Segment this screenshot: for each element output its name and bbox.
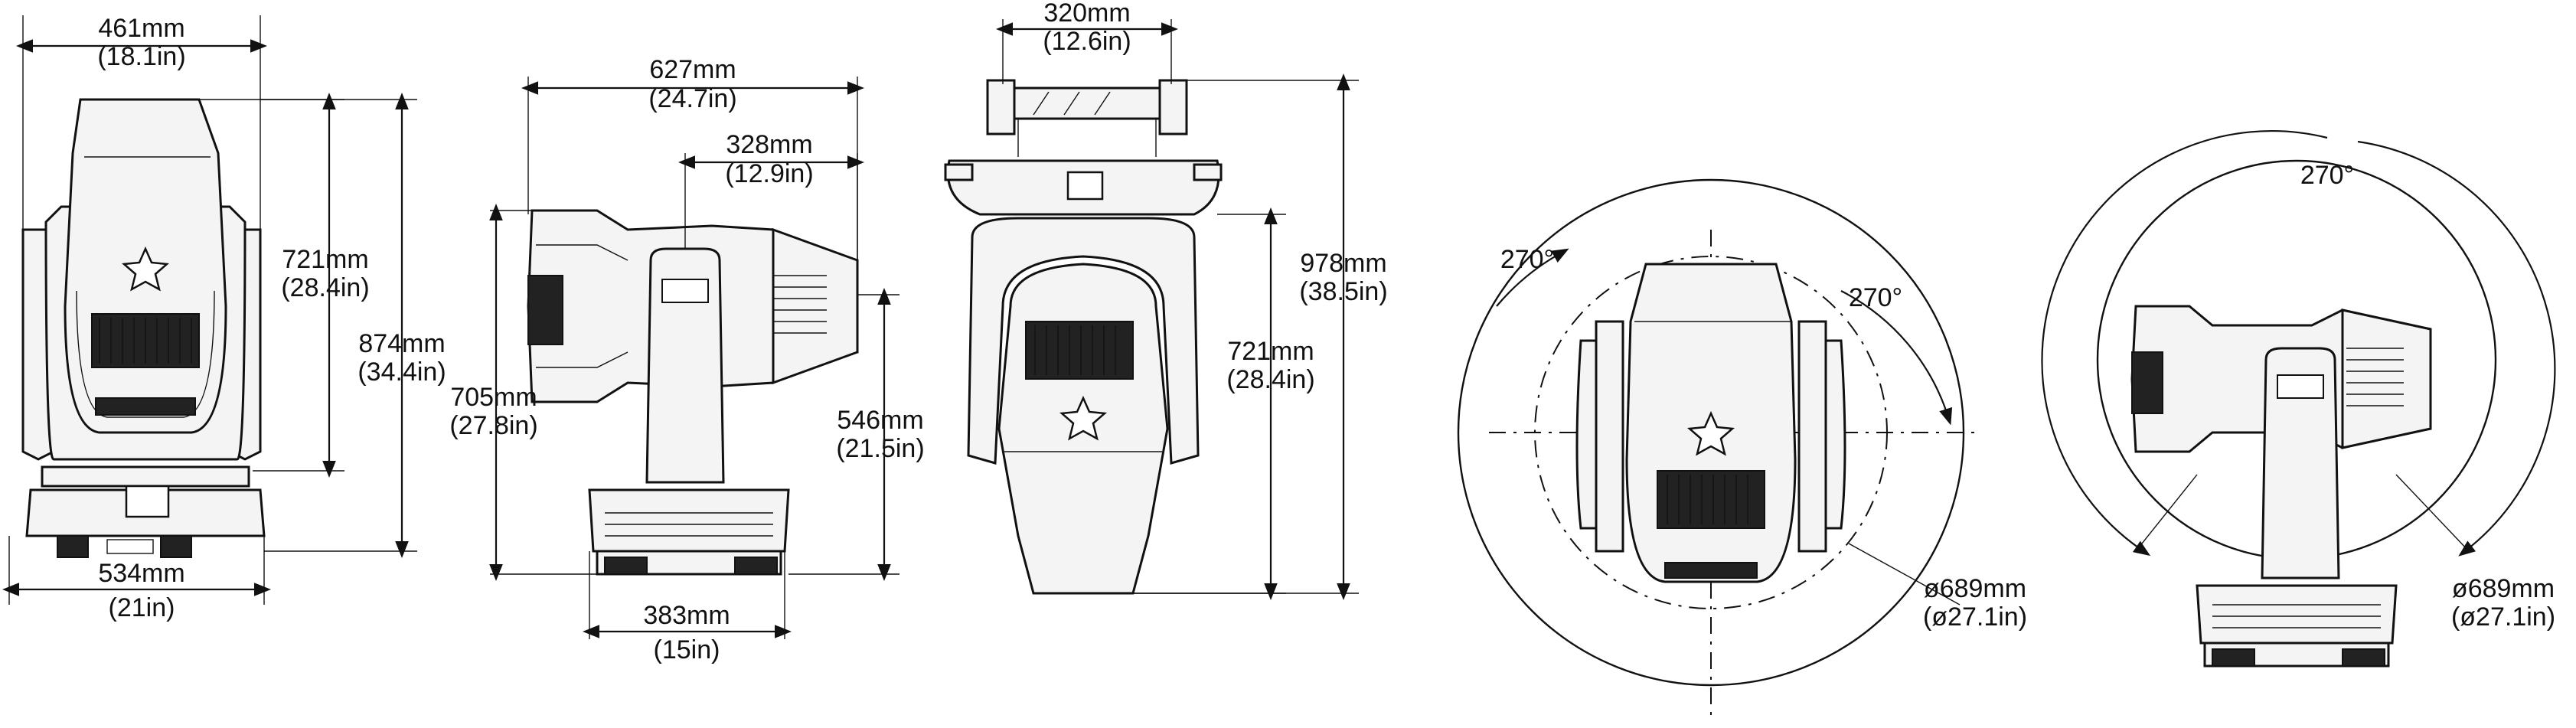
dim-label: 320mm [1043,0,1130,28]
dim-label: (34.4in) [358,357,446,387]
dim-label: (38.5in) [1299,277,1387,306]
dim-label: (15in) [654,635,720,664]
dim-label: 461mm [98,14,184,43]
dim-label: (12.6in) [1043,27,1131,56]
clamp-fixture [944,79,1223,595]
dim-label: 874mm [358,329,445,358]
front-view: 461mm (18.1in) 721mm (28.4in) 874mm (34.… [2,14,446,622]
dim-label: 721mm [1227,337,1314,366]
tilt-angle-label: 270° [2300,161,2354,190]
dim-label: (12.9in) [725,159,813,188]
dim-label: 534mm [98,559,184,588]
dim-461: 461mm (18.1in) [16,14,267,230]
pan-rotation-view: 270° 270° ø689mm (ø27.1in) [1457,178,2027,720]
pan-fixture [1575,263,1846,583]
dim-874: 874mm (34.4in) [260,93,446,558]
dim-label: (27.8in) [449,411,537,440]
dim-label: (21in) [109,593,175,622]
diameter-label: (ø27.1in) [1923,602,2027,632]
dim-label: (28.4in) [281,273,369,302]
clamp-view: 320mm (12.6in) 978mm (38.5in) 721mm (28.… [944,0,1388,600]
dim-label: 978mm [1300,249,1386,278]
dim-label: 705mm [450,383,537,412]
diameter-label: (ø27.1in) [2451,602,2555,632]
dim-705: 705mm (27.8in) [449,204,597,581]
dim-320: 320mm (12.6in) [996,0,1178,84]
dim-label: 328mm [726,130,812,159]
dim-383: 383mm (15in) [583,551,792,664]
dim-627: 627mm (24.7in) [521,55,864,260]
dim-546: 546mm (21.5in) [788,288,925,581]
dim-label: 383mm [643,601,730,630]
tilt-fixture [2130,305,2432,668]
diameter-label: ø689mm [2452,574,2555,603]
pan-angle-label: 270° [1500,245,1554,274]
side-view: 627mm (24.7in) 328mm (12.9in) 705mm (27.… [449,55,924,664]
side-fixture [527,209,859,576]
dim-label: (18.1in) [97,42,185,71]
dim-328: 328mm (12.9in) [678,130,864,260]
tilt-rotation-view: 270° ø689mm (ø27.1in) [2041,130,2556,668]
dim-721-clamp: 721mm (28.4in) [1133,207,1315,600]
dim-label: (24.7in) [648,84,736,113]
pan-angle-label: 270° [1849,283,1902,312]
dim-978: 978mm (38.5in) [1133,73,1388,600]
dim-label: 721mm [282,245,368,274]
diameter-label: ø689mm [1924,574,2026,603]
dim-label: (28.4in) [1226,365,1314,394]
dim-label: (21.5in) [836,434,924,463]
dim-label: 627mm [649,55,736,84]
dim-label: 546mm [837,406,923,435]
front-fixture [21,98,266,558]
dim-534: 534mm (21in) [2,536,271,622]
